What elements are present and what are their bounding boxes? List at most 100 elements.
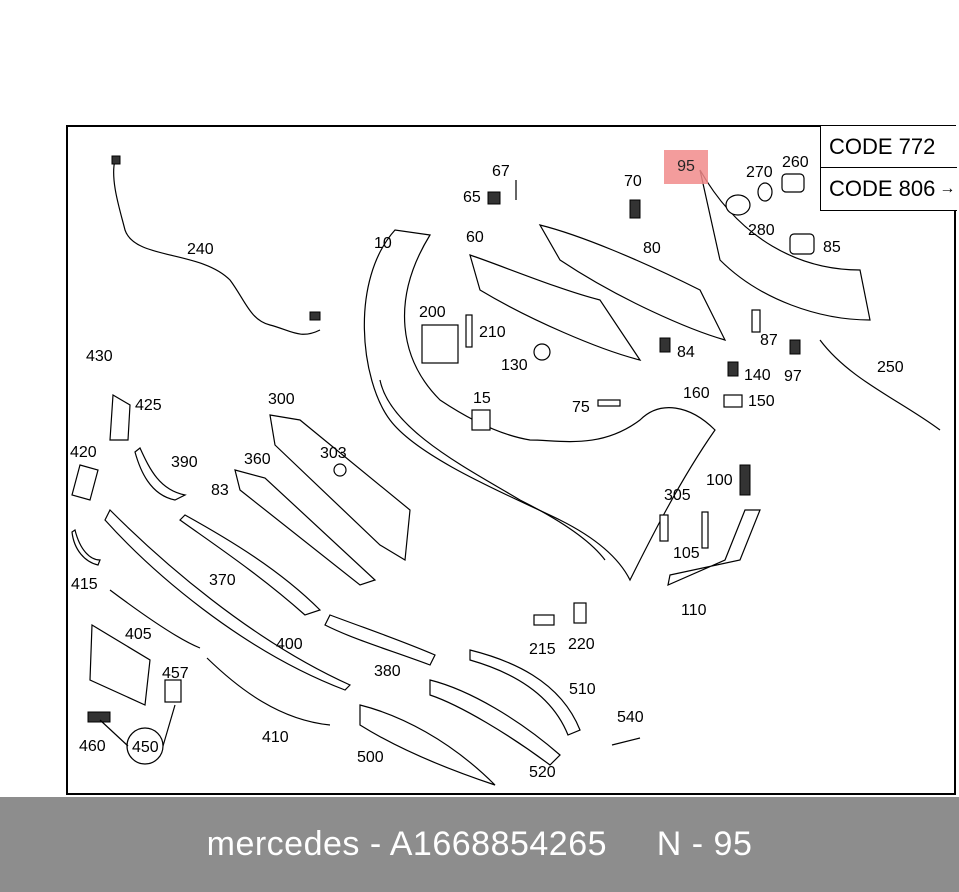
label-150: 150 <box>748 393 775 410</box>
footer-caption: mercedes - A1668854265 N - 95 <box>206 825 753 863</box>
highlighted-part-label-95: 95 <box>664 150 708 184</box>
label-75: 75 <box>572 399 590 416</box>
footer-bar: mercedes - A1668854265 N - 95 <box>0 797 959 892</box>
label-105: 105 <box>673 545 700 562</box>
label-240: 240 <box>187 241 214 258</box>
label-520: 520 <box>529 764 556 781</box>
grille-500 <box>359 704 496 786</box>
label-457: 457 <box>162 665 189 682</box>
footer-position: N - 95 <box>656 825 753 863</box>
label-130: 130 <box>501 357 528 374</box>
bracket-305 <box>659 514 669 542</box>
label-450: 450 <box>132 739 159 756</box>
label-370: 370 <box>209 572 236 589</box>
label-415: 415 <box>71 576 98 593</box>
screw-100 <box>739 464 751 496</box>
absorber-360 <box>234 469 377 586</box>
strip-410 <box>206 657 331 726</box>
trim-370 <box>179 514 322 616</box>
bracket-425 <box>109 393 131 441</box>
screw-215 <box>533 614 555 626</box>
label-15: 15 <box>473 390 491 407</box>
bracket-110 <box>667 509 761 587</box>
carrier-80 <box>538 224 727 341</box>
sensor-85 <box>789 233 815 255</box>
label-10: 10 <box>374 235 392 252</box>
part-labels: 10 15 60 65 67 70 75 80 83 84 85 87 97 1… <box>70 154 904 781</box>
clip-65 <box>487 191 501 205</box>
label-210: 210 <box>479 324 506 341</box>
sensor-260 <box>781 173 805 193</box>
label-380: 380 <box>374 663 401 680</box>
bracket-85 <box>699 169 871 321</box>
label-360: 360 <box>244 451 271 468</box>
label-405: 405 <box>125 626 152 643</box>
trim-390 <box>134 447 187 501</box>
label-97: 97 <box>784 368 802 385</box>
label-200: 200 <box>419 304 446 321</box>
label-60: 60 <box>466 229 484 246</box>
label-305: 305 <box>664 487 691 504</box>
ring-270 <box>757 182 773 202</box>
label-425: 425 <box>135 397 162 414</box>
plate-405 <box>89 623 151 706</box>
label-87: 87 <box>760 332 778 349</box>
label-500: 500 <box>357 749 384 766</box>
label-110: 110 <box>681 602 707 619</box>
label-420: 420 <box>70 444 97 461</box>
rivet-87 <box>751 309 761 333</box>
label-70: 70 <box>624 173 642 190</box>
bumper-cover-10 <box>363 229 716 582</box>
trim-510 <box>469 649 581 736</box>
label-220: 220 <box>568 636 595 653</box>
label-65: 65 <box>463 189 481 206</box>
wiring-harness-240 <box>113 159 321 335</box>
screw-97 <box>789 339 801 355</box>
strip-405 <box>109 589 201 649</box>
bolt-70 <box>629 199 641 219</box>
code-label: CODE 772 <box>829 133 936 159</box>
label-215: 215 <box>529 641 556 658</box>
parts-diagram: 10 15 60 65 67 70 75 80 83 84 85 87 97 1… <box>70 154 941 786</box>
connector-240b <box>309 311 321 321</box>
label-83: 83 <box>211 482 229 499</box>
bumper-lower-400 <box>104 508 352 691</box>
label-510: 510 <box>569 681 596 698</box>
cap-15 <box>471 409 491 431</box>
label-80: 80 <box>643 240 661 257</box>
rivet-540 <box>611 737 641 746</box>
label-250: 250 <box>877 359 904 376</box>
clip-130 <box>533 343 551 361</box>
label-303: 303 <box>320 445 347 462</box>
code-legend: CODE 772 CODE 806 → <box>820 126 957 211</box>
grille-60 <box>469 254 642 361</box>
control-unit-200 <box>421 324 459 364</box>
label-400: 400 <box>276 636 303 653</box>
clip-303 <box>333 463 347 477</box>
label-67: 67 <box>492 163 510 180</box>
label-84: 84 <box>677 344 695 361</box>
connector-240a <box>111 155 121 165</box>
label-260: 260 <box>782 154 809 171</box>
footer-brand: mercedes <box>206 825 360 863</box>
rivet-105 <box>701 511 709 549</box>
code-row-806: CODE 806 → <box>821 168 957 210</box>
bolt-460 <box>87 711 111 723</box>
part-75 <box>597 399 621 407</box>
nut-220 <box>573 602 587 624</box>
sensor-280 <box>725 194 751 216</box>
label-270: 270 <box>746 164 773 181</box>
arrow-icon: → <box>939 180 956 197</box>
label-460: 460 <box>79 738 106 755</box>
label-100: 100 <box>706 472 733 489</box>
screw-140 <box>727 361 739 377</box>
leader-450a <box>99 719 129 747</box>
molding-415 <box>71 529 101 566</box>
clip-150 <box>723 394 743 408</box>
label-85: 85 <box>823 239 841 256</box>
screw-84 <box>659 337 671 353</box>
leader-450b <box>162 704 176 747</box>
label-540: 540 <box>617 709 644 726</box>
trim-380 <box>324 614 436 666</box>
label-390: 390 <box>171 454 198 471</box>
